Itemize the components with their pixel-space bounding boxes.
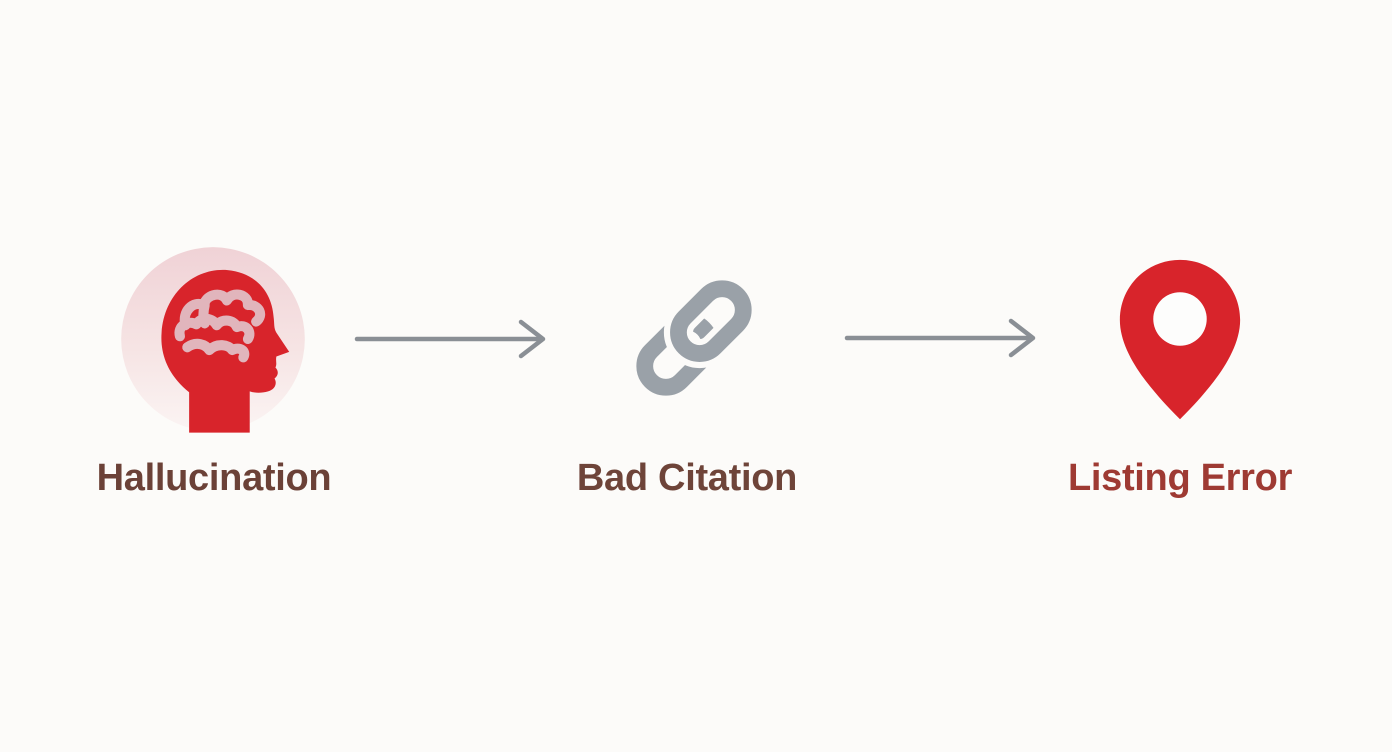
stage-label-listing-error: Listing Error [1067,457,1293,499]
chain-link-icon [619,263,769,413]
map-pin-icon [1117,255,1243,425]
arrow-right-icon [844,316,1040,360]
arrow-right-icon [354,317,550,361]
stage-label-hallucination: Hallucination [96,457,332,499]
stage-label-bad-citation: Bad Citation [576,457,798,499]
head-brain-icon [112,238,314,440]
